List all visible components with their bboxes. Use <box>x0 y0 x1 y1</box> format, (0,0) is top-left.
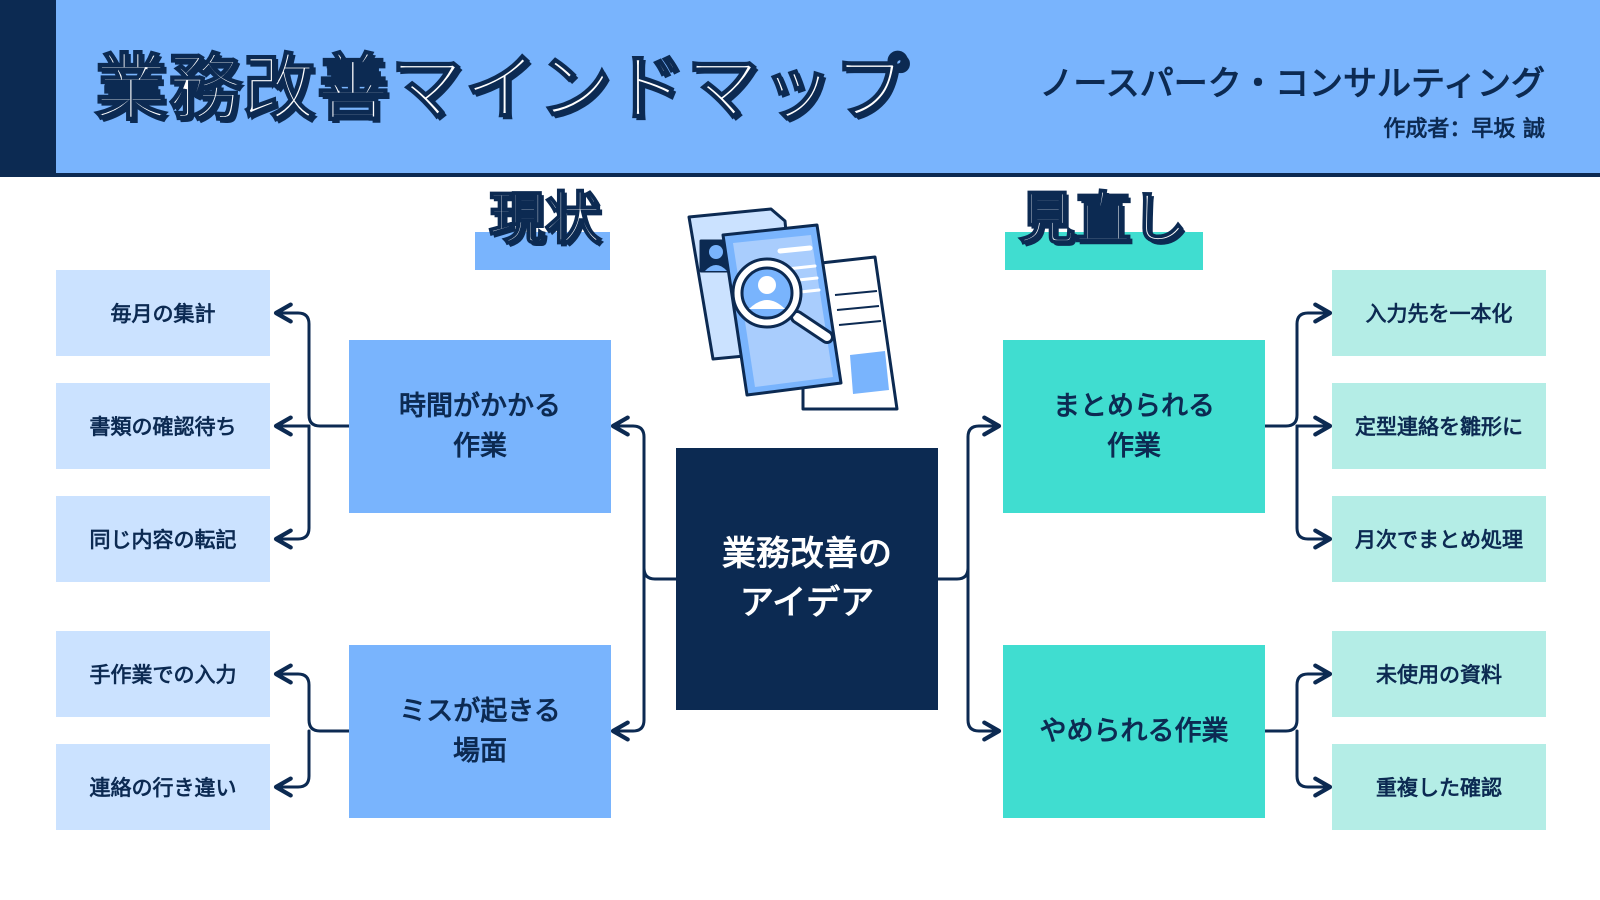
connector-time-leaf-3 <box>273 424 311 550</box>
author-credit: 作成者：早坂 誠 <box>1383 117 1545 142</box>
section-label-review-text: 見直し <box>1018 187 1188 252</box>
connector-center-right-lower <box>966 566 1002 742</box>
connector-center-right <box>936 415 1002 581</box>
leaf-combine-2: 定型連絡を雛形に <box>1332 383 1546 469</box>
branch-node-mistake-line-2: 場面 <box>453 735 507 767</box>
branch-node-stop: やめられる作業 <box>1003 645 1265 818</box>
connector-mistake-leaf-2 <box>273 729 311 798</box>
connector-combine-leaf-3 <box>1295 424 1333 550</box>
page-title: 業務改善マインドマップ <box>94 46 910 130</box>
leaf-time-1: 毎月の集計 <box>56 270 270 356</box>
leaf-mistake-2: 連絡の行き違い <box>56 744 270 830</box>
section-label-current-highlight <box>475 232 610 270</box>
header-accent-bar <box>0 0 56 177</box>
branch-node-mistake-line-1: ミスが起きる <box>399 696 561 728</box>
connector-stop-leaf-2 <box>1295 729 1333 798</box>
leaf-mistake-1: 手作業での入力 <box>56 631 270 717</box>
connector-time-leaf-1 <box>273 302 351 428</box>
leaf-time-3: 同じ内容の転記 <box>56 496 270 582</box>
connector-combine-leaf-1 <box>1263 302 1333 428</box>
branch-node-time: 時間がかかる 作業 <box>349 340 611 513</box>
center-node: 業務改善の アイデア <box>676 448 938 710</box>
connector-mistake-leaf-1 <box>273 663 351 733</box>
section-label-current-text: 現状 <box>488 187 602 252</box>
section-label-review-highlight <box>1005 232 1203 270</box>
document-search-icon <box>687 207 899 411</box>
company-name: ノースパーク・コンサルティング <box>1039 64 1545 104</box>
center-node-line-1: 業務改善の <box>722 533 892 574</box>
section-label-current: 現状 <box>475 191 610 270</box>
branch-node-time-line-1: 時間がかかる <box>399 391 561 423</box>
leaf-stop-2: 重複した確認 <box>1332 744 1546 830</box>
leaf-combine-1: 入力先を一本化 <box>1332 270 1546 356</box>
connector-center-left <box>610 415 678 581</box>
leaf-stop-1: 未使用の資料 <box>1332 631 1546 717</box>
branch-node-mistake: ミスが起きる 場面 <box>349 645 611 818</box>
section-label-review: 見直し <box>1005 191 1203 270</box>
branch-node-combine: まとめられる 作業 <box>1003 340 1265 513</box>
branch-node-stop-label: やめられる作業 <box>1039 715 1229 747</box>
center-node-line-2: アイデア <box>739 583 875 623</box>
branch-node-time-line-2: 作業 <box>453 430 507 462</box>
branch-node-combine-line-1: まとめられる <box>1053 391 1215 423</box>
header-banner: 業務改善マインドマップ ノースパーク・コンサルティング 作成者：早坂 誠 <box>0 0 1600 177</box>
connector-stop-leaf-1 <box>1263 663 1333 733</box>
leaf-combine-3: 月次でまとめ処理 <box>1332 496 1546 582</box>
branch-node-combine-line-2: 作業 <box>1107 430 1161 462</box>
leaf-time-2: 書類の確認待ち <box>56 383 270 469</box>
connector-center-left-lower <box>610 566 646 742</box>
